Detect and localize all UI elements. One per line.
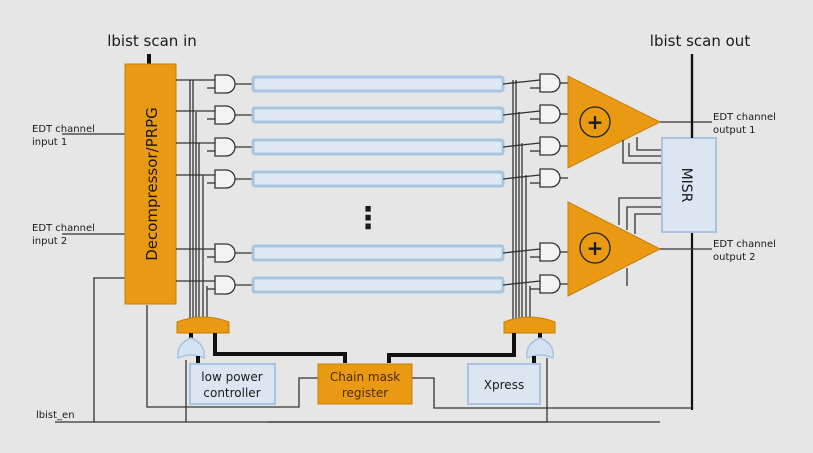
chain-mask-register-block bbox=[317, 363, 413, 405]
left-or-gate bbox=[177, 337, 205, 360]
scan-out-label: lbist scan out bbox=[650, 32, 751, 50]
scan-chain-rows bbox=[176, 73, 568, 295]
edt-input1-label-line1: EDT channel bbox=[32, 124, 95, 135]
plus-icon: + bbox=[587, 110, 604, 134]
input-and-gate bbox=[214, 243, 236, 263]
edt-output2-label-line2: output 2 bbox=[713, 252, 756, 263]
scan-chain bbox=[251, 138, 505, 156]
low-power-controller-block bbox=[189, 363, 276, 405]
input-and-gate bbox=[214, 105, 236, 125]
output-and-gate bbox=[539, 168, 561, 188]
decompressor-lbist-wire bbox=[146, 305, 318, 408]
left-control-bus bbox=[189, 80, 208, 320]
scan-chain bbox=[251, 106, 505, 124]
right-mask-and-gate bbox=[503, 316, 556, 334]
misr-feed-wires bbox=[618, 137, 662, 286]
scan-chain bbox=[251, 75, 505, 93]
chain-output-wire bbox=[502, 248, 541, 254]
scan-in-label: lbist scan in bbox=[107, 32, 197, 50]
xpress-block bbox=[467, 363, 541, 405]
scan-chain bbox=[251, 170, 505, 188]
edt-output1-label-line2: output 1 bbox=[713, 125, 756, 136]
chain-mask-label-line2: register bbox=[342, 386, 388, 400]
edt-output2-label-line1: EDT channel bbox=[713, 239, 776, 250]
chain-output-wire bbox=[502, 110, 541, 116]
scan-chain bbox=[251, 276, 505, 294]
edt-output1-label-line1: EDT channel bbox=[713, 112, 776, 123]
lbist-en-label: lbist_en bbox=[36, 410, 75, 421]
compactor-1: + bbox=[567, 75, 662, 169]
low-power-label-line1: low power bbox=[201, 370, 262, 384]
input-and-gate bbox=[214, 74, 236, 94]
misr-label: MISR bbox=[678, 168, 694, 203]
scan-chain bbox=[251, 244, 505, 262]
input-and-gate bbox=[214, 137, 236, 157]
low-power-label-line2: controller bbox=[203, 386, 260, 400]
output-and-gate bbox=[539, 242, 561, 262]
left-mask-bus bbox=[213, 333, 347, 363]
lbist-en-to-decompressor bbox=[93, 277, 125, 422]
input-and-gate bbox=[214, 169, 236, 189]
compactor-2: + bbox=[567, 201, 662, 297]
left-mask-and-gate bbox=[176, 316, 230, 334]
plus-icon: + bbox=[587, 236, 604, 260]
output-and-gate bbox=[539, 104, 561, 124]
right-or-gate bbox=[526, 337, 554, 360]
decompressor-label: Decompressor/PRPG bbox=[143, 107, 161, 261]
xpress-label: Xpress bbox=[484, 378, 524, 392]
chain-output-wire bbox=[502, 174, 541, 180]
edt-input1-label-line2: input 1 bbox=[32, 137, 67, 148]
output-and-gate bbox=[539, 73, 561, 93]
more-chains-ellipsis: ⋮ bbox=[353, 201, 383, 236]
chain-output-wire bbox=[502, 142, 541, 148]
edt-input2-label-line1: EDT channel bbox=[32, 223, 95, 234]
chain-output-wire bbox=[502, 79, 541, 85]
input-and-gate bbox=[214, 275, 236, 295]
chain-mask-label-line1: Chain mask bbox=[330, 370, 400, 384]
lbist-en-to-or-right bbox=[268, 358, 548, 423]
output-and-gate bbox=[539, 136, 561, 156]
edt-input2-label-line2: input 2 bbox=[32, 236, 67, 247]
right-control-bus bbox=[512, 80, 531, 320]
chain-mask-to-scan-out-wire bbox=[412, 377, 692, 409]
decompressor-prpg-block bbox=[124, 63, 177, 305]
output-and-gate bbox=[539, 274, 561, 294]
right-mask-bus bbox=[387, 333, 516, 363]
misr-block bbox=[661, 137, 717, 233]
chain-output-wire bbox=[502, 280, 541, 286]
